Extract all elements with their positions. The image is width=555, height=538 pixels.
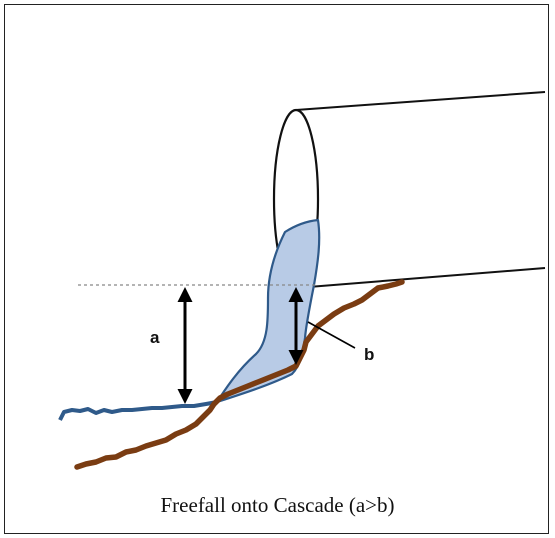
label-a: a (150, 328, 160, 347)
pipe-top-edge (295, 91, 546, 111)
label-b-leader (307, 321, 356, 349)
ground-profile (74, 279, 405, 470)
downstream-water-line (58, 400, 218, 421)
label-b: b (364, 345, 374, 364)
pipe-bottom-edge (295, 267, 546, 289)
pipe-body (296, 92, 545, 288)
water-jet (215, 218, 321, 404)
figure-caption: Freefall onto Cascade (a>b) (160, 493, 395, 517)
